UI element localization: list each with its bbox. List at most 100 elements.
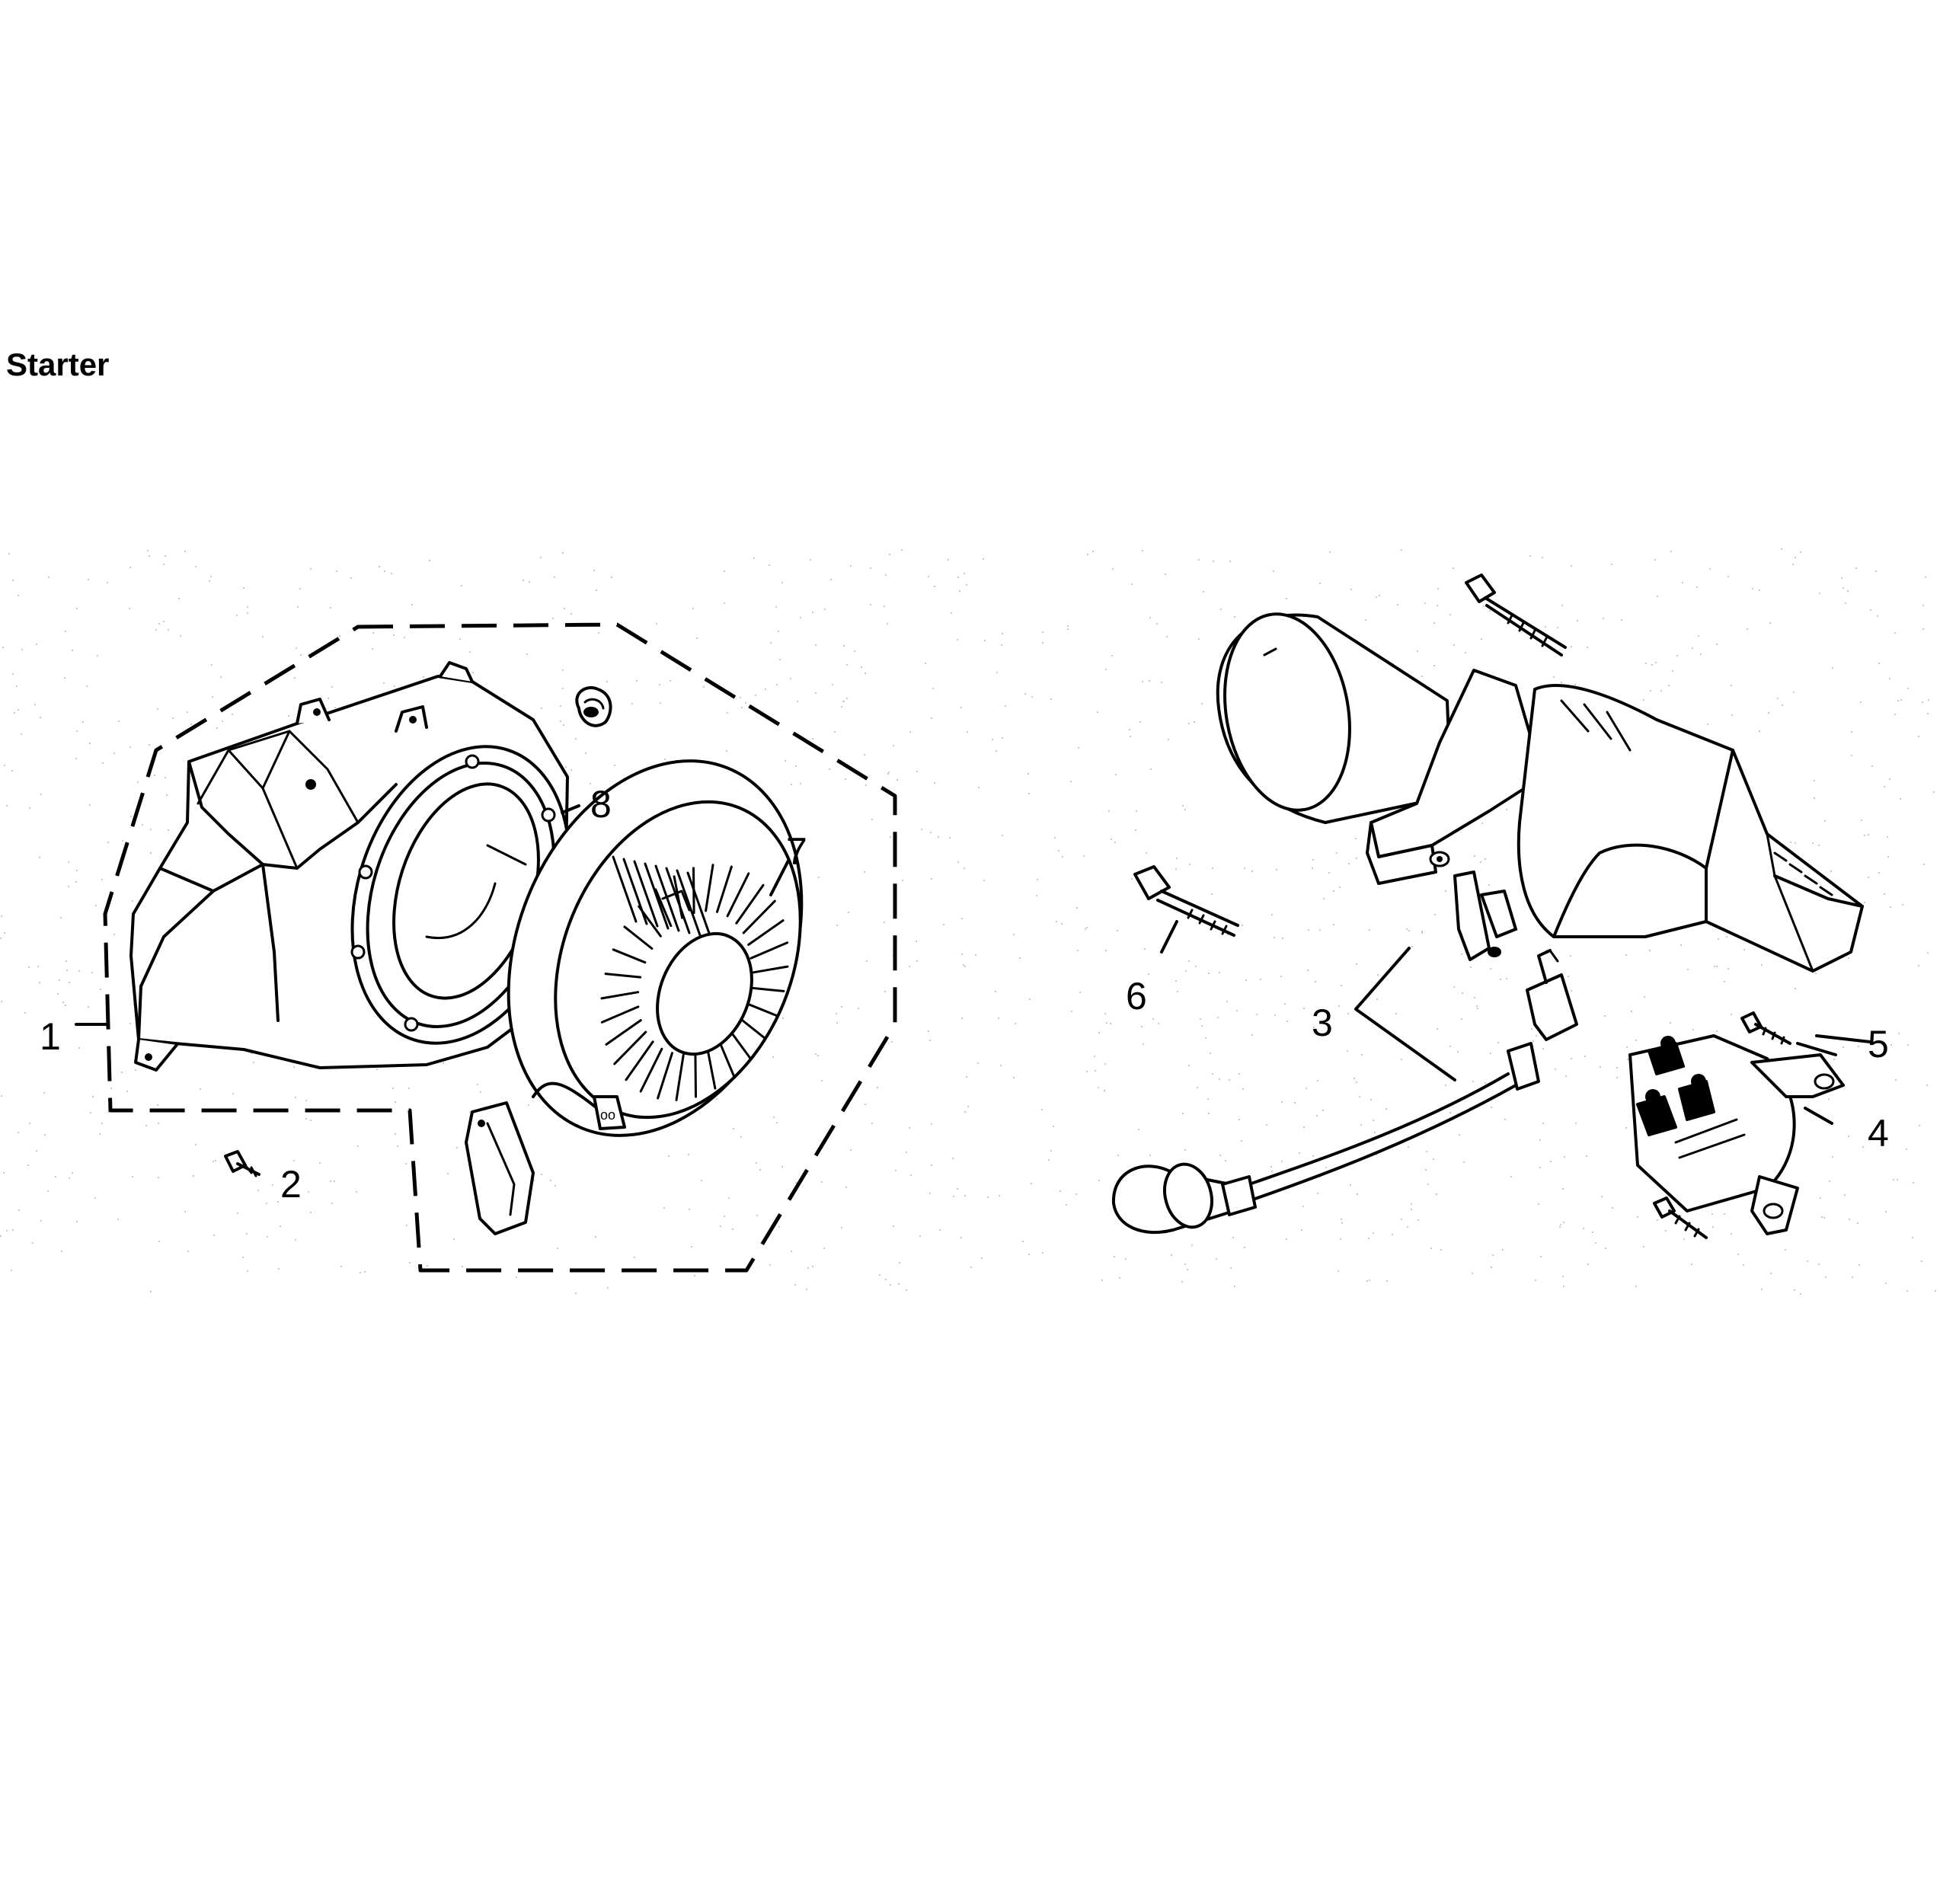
scan-speck [89, 804, 91, 806]
callout-4: 4 [1868, 1112, 1889, 1155]
scan-speck [1437, 1028, 1438, 1030]
scan-speck [590, 783, 591, 784]
scan-speck [898, 1283, 900, 1285]
scan-speck [165, 555, 166, 557]
scan-speck [60, 917, 62, 918]
scan-speck [1333, 924, 1334, 925]
scan-speck [158, 1177, 159, 1178]
scan-speck [1860, 701, 1862, 703]
scan-speck [1583, 1228, 1584, 1229]
scan-speck [964, 573, 965, 574]
scan-speck [1571, 990, 1572, 992]
scan-speck [1037, 879, 1038, 880]
scan-speck [272, 1184, 273, 1186]
scan-speck [294, 677, 296, 679]
scan-speck [575, 1292, 577, 1294]
scan-speck [528, 1104, 529, 1106]
scan-speck [1500, 979, 1501, 980]
scan-speck [1129, 729, 1130, 730]
scan-speck [1665, 1230, 1667, 1232]
scan-speck [1824, 820, 1826, 822]
scan-speck [411, 604, 413, 605]
scan-speck [129, 746, 131, 748]
scan-speck [931, 1164, 932, 1166]
scan-speck [1807, 1260, 1808, 1262]
scan-speck [812, 612, 813, 613]
scan-speck [1782, 704, 1783, 706]
scan-speck [1184, 809, 1186, 810]
scan-speck [832, 684, 833, 685]
scan-speck [394, 685, 395, 687]
scan-speck [1700, 653, 1702, 655]
scan-speck [29, 807, 30, 809]
scan-speck [929, 1040, 931, 1041]
scan-speck [1417, 1219, 1419, 1221]
scan-speck [807, 1267, 809, 1269]
scan-speck [778, 1226, 780, 1228]
scan-speck [406, 1225, 407, 1226]
scan-speck [850, 1149, 852, 1151]
scan-speck [1489, 610, 1491, 612]
scan-speck [1535, 1279, 1536, 1281]
scan-speck [961, 954, 963, 955]
scan-speck [1191, 1244, 1193, 1246]
scan-speck [1299, 1152, 1300, 1154]
scan-speck [1182, 1113, 1184, 1114]
scan-speck [91, 972, 93, 973]
scan-speck [1312, 859, 1314, 861]
scan-speck [190, 724, 192, 725]
scan-speck [404, 637, 405, 638]
scan-speck [1238, 1073, 1240, 1075]
svg-text:oo: oo [600, 1107, 615, 1123]
scan-speck [427, 1265, 428, 1267]
scan-speck [1600, 1066, 1601, 1068]
scan-speck [1889, 778, 1890, 780]
scan-speck [966, 1076, 967, 1078]
scan-speck [797, 701, 798, 702]
scan-speck [845, 778, 846, 780]
scan-speck [891, 1041, 893, 1043]
scan-speck [1317, 1080, 1318, 1081]
scan-speck [1370, 1099, 1372, 1101]
scan-speck [372, 632, 374, 634]
scan-speck [90, 1112, 91, 1113]
scan-speck [1397, 604, 1398, 605]
scan-speck [28, 966, 30, 968]
scan-speck [1692, 1029, 1694, 1030]
scan-speck [1676, 655, 1678, 656]
scan-speck [1821, 1216, 1823, 1218]
scan-speck [1071, 1011, 1072, 1012]
scan-speck [1912, 1237, 1913, 1238]
scan-speck [1273, 570, 1274, 572]
scan-speck [1529, 555, 1531, 557]
scan-speck [884, 922, 885, 923]
scan-speck [773, 1117, 775, 1118]
scan-speck [113, 752, 115, 754]
scan-speck [1714, 966, 1715, 967]
scan-speck [1208, 1113, 1210, 1114]
scan-speck [733, 1128, 734, 1129]
scan-speck [1348, 863, 1350, 864]
scan-speck [1727, 968, 1729, 970]
scan-speck [129, 567, 131, 568]
scan-speck [1286, 1021, 1288, 1022]
scan-speck [1890, 906, 1891, 908]
scan-speck [1185, 970, 1187, 972]
scan-speck [1312, 867, 1313, 869]
scan-speck [928, 1030, 929, 1032]
scan-speck [213, 1161, 214, 1162]
scan-speck [1587, 647, 1588, 648]
scan-speck [1188, 723, 1190, 724]
scan-speck [392, 1088, 394, 1089]
scan-speck [39, 982, 40, 983]
scan-speck [1158, 1023, 1159, 1024]
scan-speck [893, 745, 894, 746]
scan-speck [397, 1145, 398, 1147]
scan-speck [1198, 559, 1200, 561]
scan-speck [1189, 864, 1191, 865]
scan-speck [118, 720, 120, 722]
scan-speck [1919, 1125, 1920, 1126]
recoil-top-vent [676, 869, 702, 937]
scan-speck [1800, 551, 1801, 553]
motor-bolt-top-drawing [1465, 573, 1567, 656]
